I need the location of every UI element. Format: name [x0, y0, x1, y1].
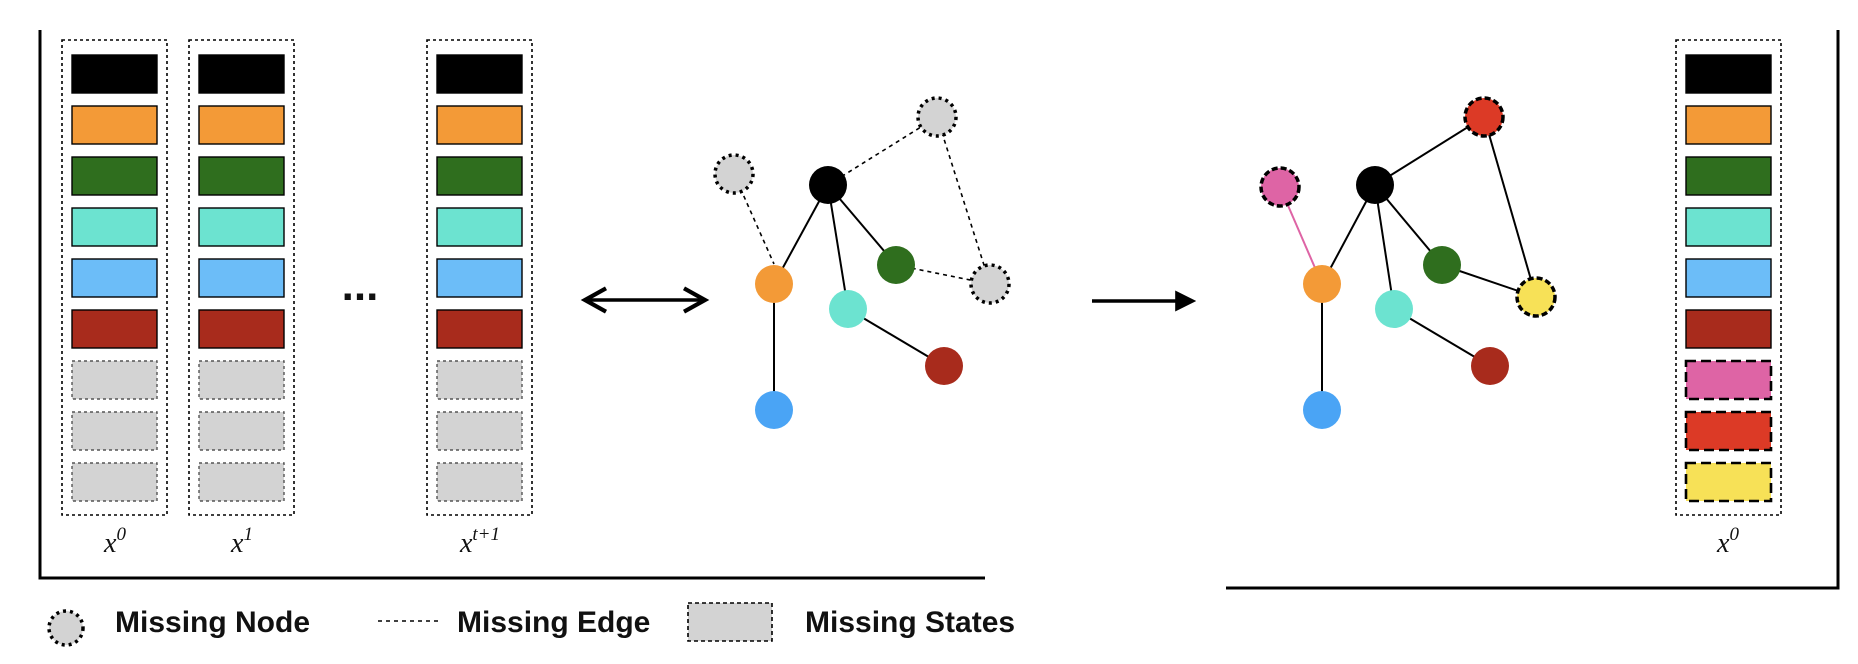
missing-state-cell: [436, 462, 523, 502]
state-cell: [71, 105, 158, 145]
state-cell: [436, 258, 523, 298]
state-cell: [71, 156, 158, 196]
recovered-node-yellow: [1515, 276, 1557, 318]
state-cell: [198, 309, 285, 349]
state-column-label: x0: [103, 524, 126, 559]
state-cell: [436, 105, 523, 145]
missing-edge: [827, 116, 938, 186]
state-column-frame: [1675, 39, 1782, 516]
state-column-frame: [61, 39, 168, 516]
recovered-node-red: [1463, 96, 1505, 138]
state-cell: [1685, 258, 1772, 298]
node-orange: [1303, 265, 1341, 303]
node-blue: [755, 391, 793, 429]
node-blue: [1303, 391, 1341, 429]
state-cell: [198, 105, 285, 145]
state-cell: [1685, 156, 1772, 196]
state-cell: [198, 54, 285, 94]
state-cell: [436, 309, 523, 349]
node-orange: [755, 265, 793, 303]
state-cell: [198, 207, 285, 247]
graph-edge: [1374, 184, 1395, 310]
missing-edge: [936, 116, 991, 285]
left-panel-border: [38, 30, 985, 580]
node-black: [809, 166, 847, 204]
right-panel-border: [1226, 30, 1840, 590]
missing-state-cell: [71, 360, 158, 400]
state-cell: [436, 207, 523, 247]
state-cell: [71, 207, 158, 247]
missing-state-cell: [71, 411, 158, 451]
node-red: [1471, 347, 1509, 385]
missing-node: [713, 153, 755, 195]
recovered-node-pink: [1259, 166, 1301, 208]
node-teal: [1375, 290, 1413, 328]
missing-state-cell: [71, 462, 158, 502]
state-cell: [436, 54, 523, 94]
legend-missing-states-icon: [687, 602, 773, 642]
node-green: [1423, 246, 1461, 284]
state-cell: [436, 156, 523, 196]
missing-state-cell: [198, 462, 285, 502]
recovered-state-cell: [1684, 359, 1773, 401]
legend-missing-node-icon: [47, 609, 85, 647]
recovered-edge: [1374, 116, 1485, 186]
completed-graph: [1259, 96, 1557, 429]
state-cell: [1685, 54, 1772, 94]
state-column-frame: [426, 39, 533, 516]
legend-missing-node-label: Missing Node: [115, 606, 310, 639]
missing-state-cell: [198, 411, 285, 451]
state-cell: [71, 54, 158, 94]
legend-missing-edge-label: Missing Edge: [457, 606, 650, 639]
state-cell: [1685, 105, 1772, 145]
legend: Missing Node Missing Edge Missing States: [47, 602, 1015, 647]
node-teal: [829, 290, 867, 328]
node-black: [1356, 166, 1394, 204]
ellipsis: ...: [342, 261, 379, 310]
missing-state-cell: [436, 411, 523, 451]
left-state-columns: x0 x1 xt+1: [61, 39, 533, 559]
state-cell: [1685, 309, 1772, 349]
graph-edge: [827, 184, 849, 310]
state-column-label: x1: [230, 524, 253, 559]
missing-node: [916, 96, 958, 138]
recovered-state-cell: [1684, 410, 1773, 452]
state-cell: [71, 309, 158, 349]
state-column-frame: [188, 39, 295, 516]
recovered-edge: [1483, 116, 1537, 298]
state-cell: [1685, 207, 1772, 247]
missing-state-cell: [436, 360, 523, 400]
node-red: [925, 347, 963, 385]
state-cell: [198, 156, 285, 196]
state-cell: [198, 258, 285, 298]
legend-missing-states-label: Missing States: [805, 606, 1015, 639]
incomplete-graph: [713, 96, 1011, 429]
right-state-column: x0: [1675, 39, 1782, 559]
state-column-label: x0: [1716, 524, 1739, 559]
state-column-label: xt+1: [459, 524, 500, 559]
node-green: [877, 246, 915, 284]
missing-state-cell: [198, 360, 285, 400]
recovered-state-cell: [1684, 461, 1773, 503]
missing-node: [969, 263, 1011, 305]
state-cell: [71, 258, 158, 298]
